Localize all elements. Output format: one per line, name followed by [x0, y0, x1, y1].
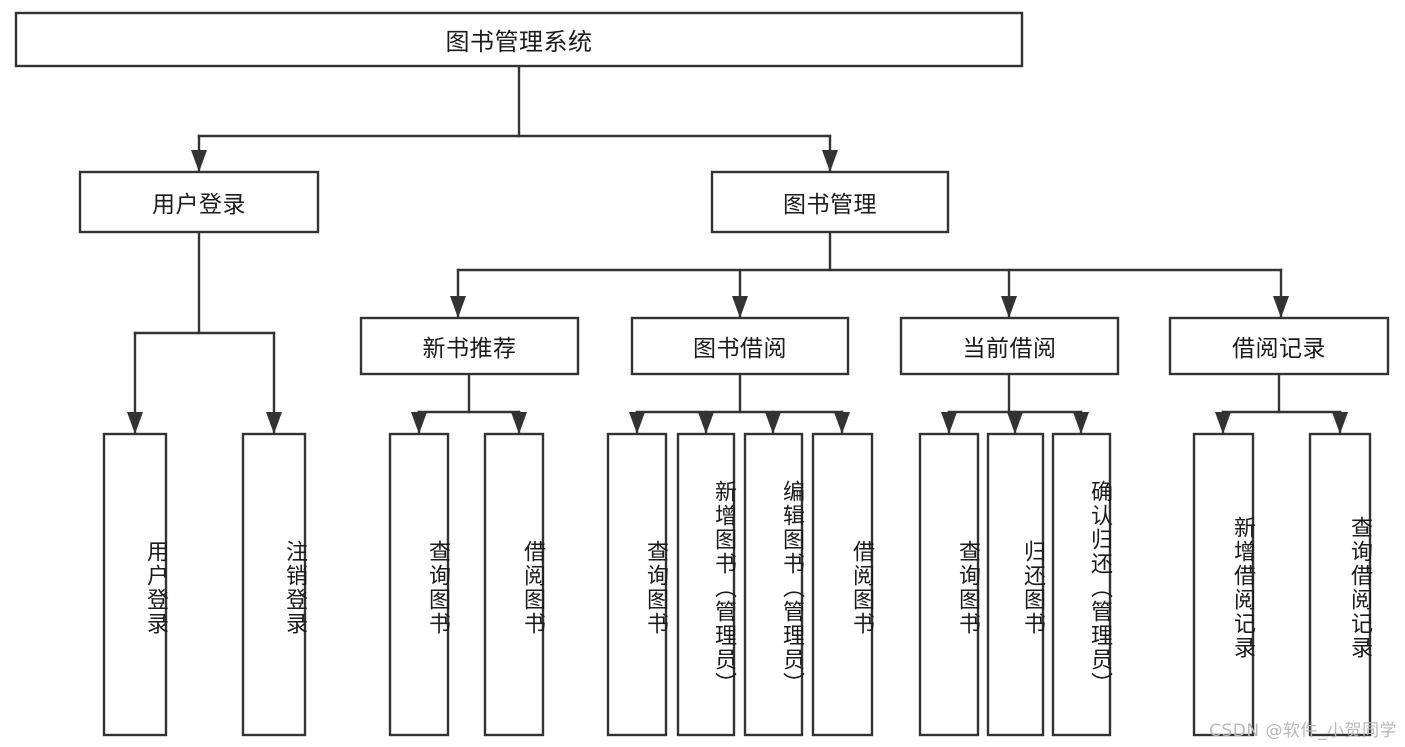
- node-box-leaf-logout[interactable]: [241, 432, 307, 737]
- node-box-leaf-borrow-books-rec[interactable]: [483, 432, 545, 737]
- boxes-layer: [14, 11, 1390, 737]
- arrow-head-icon: [698, 412, 714, 434]
- node-box-leaf-add-borrow-record[interactable]: [1192, 432, 1255, 737]
- arrow-head-icon: [1215, 412, 1231, 434]
- node-box-leaf-return-book[interactable]: [986, 432, 1045, 737]
- node-box-book-management[interactable]: [710, 170, 950, 234]
- node-box-system-title[interactable]: [14, 11, 1024, 68]
- node-box-leaf-add-book-admin[interactable]: [676, 432, 736, 737]
- arrow-head-icon: [822, 150, 838, 172]
- arrow-head-icon: [1001, 296, 1017, 318]
- arrow-head-icon: [266, 412, 282, 434]
- arrow-head-icon: [1007, 412, 1023, 434]
- node-box-leaf-query-books-current[interactable]: [918, 432, 980, 737]
- node-box-leaf-edit-book-admin[interactable]: [743, 432, 804, 737]
- node-box-leaf-query-borrow-record[interactable]: [1308, 432, 1372, 737]
- arrow-head-icon: [629, 412, 645, 434]
- node-box-leaf-query-books-rec[interactable]: [388, 432, 450, 737]
- node-box-leaf-borrow-book[interactable]: [811, 432, 874, 737]
- node-box-current-borrowing[interactable]: [899, 316, 1120, 376]
- arrow-head-icon: [511, 412, 527, 434]
- arrow-head-icon: [941, 412, 957, 434]
- node-box-leaf-query-books-borrow[interactable]: [606, 432, 668, 737]
- arrow-head-icon: [1273, 296, 1289, 318]
- node-box-leaf-confirm-return-admin[interactable]: [1051, 432, 1112, 737]
- arrow-head-icon: [1332, 412, 1348, 434]
- arrow-head-icon: [191, 150, 207, 172]
- node-box-new-book-recommendation[interactable]: [359, 316, 580, 376]
- node-box-user-login[interactable]: [78, 170, 320, 234]
- arrow-head-icon: [732, 296, 748, 318]
- arrow-head-icon: [1073, 412, 1089, 434]
- arrow-head-icon: [765, 412, 781, 434]
- node-box-borrow-records[interactable]: [1168, 316, 1390, 376]
- arrow-head-icon: [834, 412, 850, 434]
- connectors-layer: [127, 64, 1348, 436]
- arrow-head-icon: [411, 412, 427, 434]
- arrow-head-icon: [127, 412, 143, 434]
- node-box-leaf-user-login[interactable]: [102, 432, 168, 737]
- arrow-head-icon: [450, 296, 466, 318]
- node-box-book-borrowing[interactable]: [630, 316, 850, 376]
- watermark-text: CSDN @软件_小贺同学: [1209, 721, 1397, 741]
